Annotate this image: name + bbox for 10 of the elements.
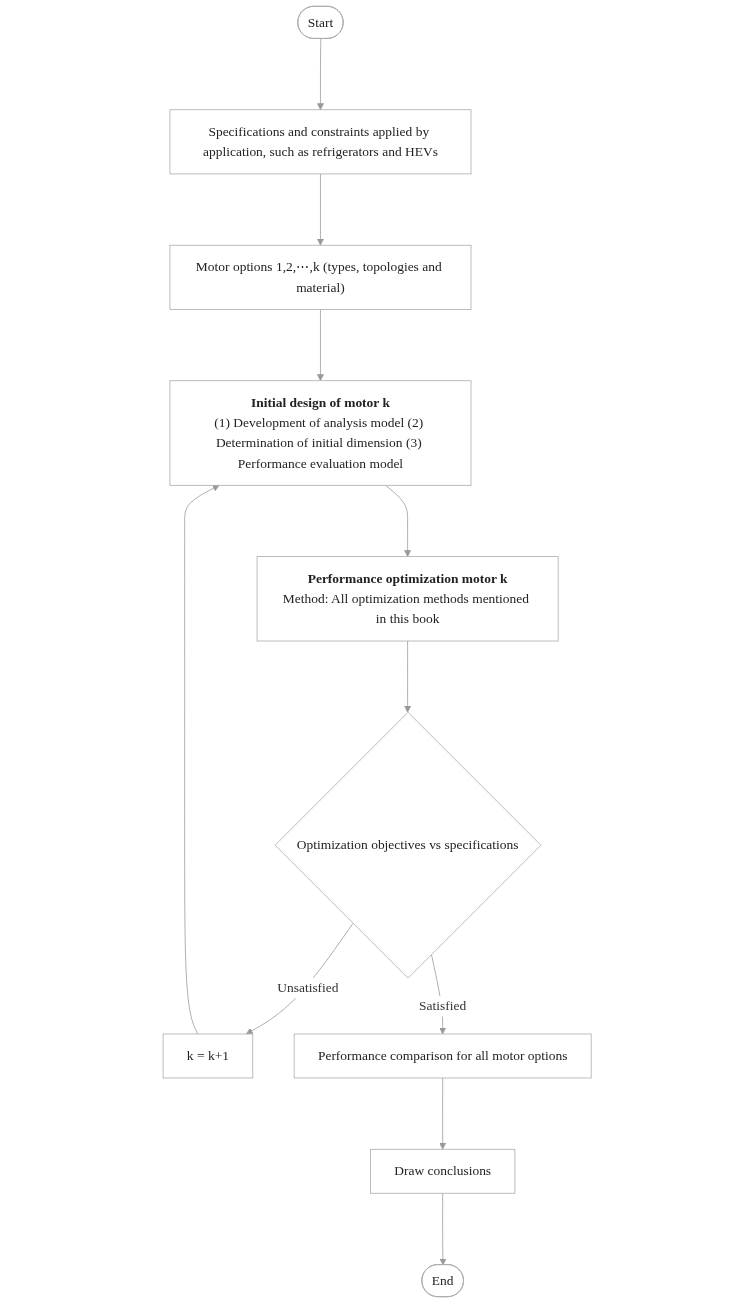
node-box: k = k+1 (163, 1033, 254, 1079)
edge-label: Unsatisfied (277, 980, 339, 996)
node-box: Draw conclusions (370, 1148, 516, 1194)
node-box: Motor options 1,2,⋯,k (types, topologies and material) (169, 244, 472, 310)
edge-label: Satisfied (419, 998, 467, 1014)
node-box: Performance optimization motor k Method: All optimization methods mentioned in this book (257, 556, 559, 642)
node-diamond: Optimization objectives vs specifications (275, 711, 542, 979)
node-box: Specifications and constraints applied by application, such as refrigerators and HEVs (169, 109, 472, 175)
node-box: Performance comparison for all motor options (294, 1033, 592, 1079)
node-box: Initial design of motor k (1) Development of analysis model (2) Determination of initial dimension (3) Performance evaluation model (169, 380, 472, 486)
